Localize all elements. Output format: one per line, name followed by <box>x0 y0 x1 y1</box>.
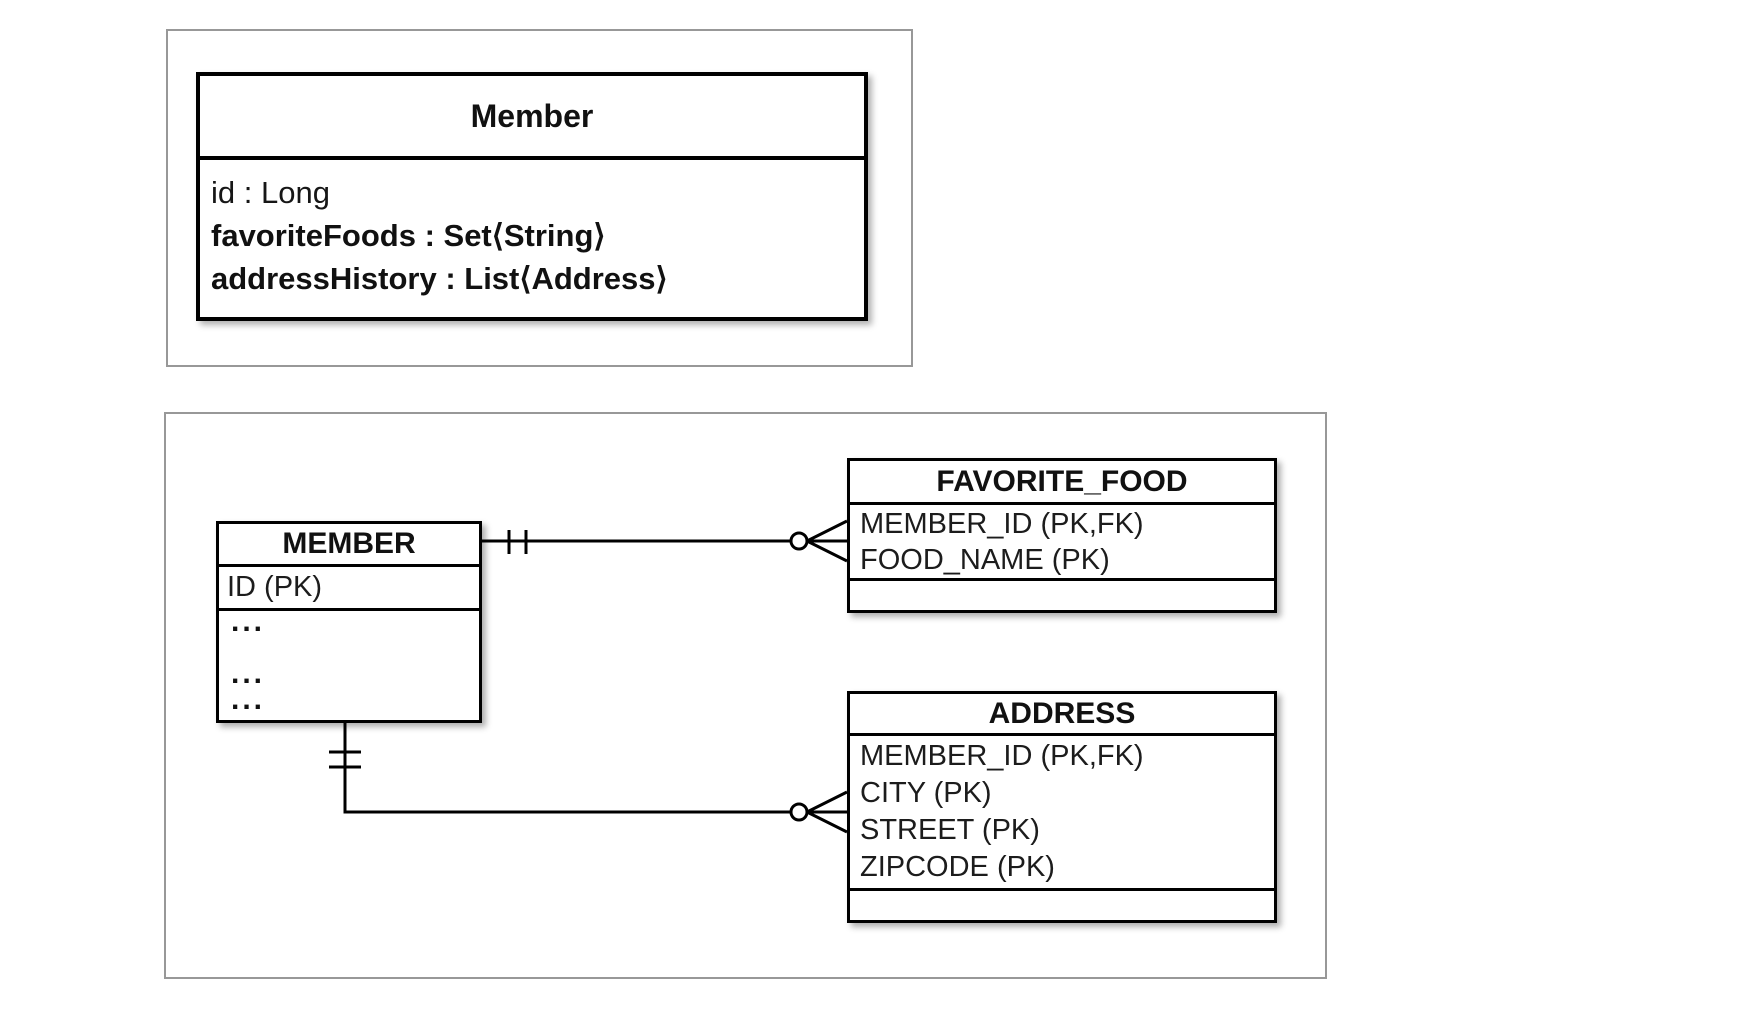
er-column-food-name: FOOD_NAME (PK) <box>860 544 1110 576</box>
er-columns: MEMBER_ID (PK,FK) FOOD_NAME (PK) <box>850 505 1274 578</box>
uml-attributes-compartment: id : Long favoriteFoods : Set⟨String⟩ ad… <box>200 160 864 300</box>
uml-attribute-favorite-foods: favoriteFoods : Set⟨String⟩ <box>211 218 606 253</box>
uml-attribute-id: id : Long <box>211 175 330 210</box>
ellipsis-row: ... <box>231 683 266 716</box>
er-table-favorite-food: FAVORITE_FOOD MEMBER_ID (PK,FK) FOOD_NAM… <box>847 458 1277 613</box>
uml-class-title: Member <box>200 76 864 160</box>
er-table-title: MEMBER <box>219 524 479 567</box>
er-column-zipcode: ZIPCODE (PK) <box>860 851 1055 883</box>
er-table-title: ADDRESS <box>850 694 1274 736</box>
er-empty-compartment <box>850 888 1274 920</box>
er-omitted-columns: ... ... ... <box>219 605 479 717</box>
er-column-city: CITY (PK) <box>860 777 992 809</box>
er-column-street: STREET (PK) <box>860 814 1040 846</box>
er-empty-compartment <box>850 578 1274 610</box>
er-table-title: FAVORITE_FOOD <box>850 461 1274 505</box>
er-column-member-id: MEMBER_ID (PK,FK) <box>860 508 1144 540</box>
uml-class-member: Member id : Long favoriteFoods : Set⟨Str… <box>196 72 868 321</box>
er-column-id-pk: ID (PK) <box>219 567 479 611</box>
ellipsis-row: ... <box>231 657 266 690</box>
uml-attribute-address-history: addressHistory : List⟨Address⟩ <box>211 261 668 296</box>
er-columns: MEMBER_ID (PK,FK) CITY (PK) STREET (PK) … <box>850 736 1274 888</box>
er-table-address: ADDRESS MEMBER_ID (PK,FK) CITY (PK) STRE… <box>847 691 1277 923</box>
er-column-member-id: MEMBER_ID (PK,FK) <box>860 740 1144 772</box>
er-table-member: MEMBER ID (PK) ... ... ... <box>216 521 482 723</box>
ellipsis-row: ... <box>231 605 266 638</box>
